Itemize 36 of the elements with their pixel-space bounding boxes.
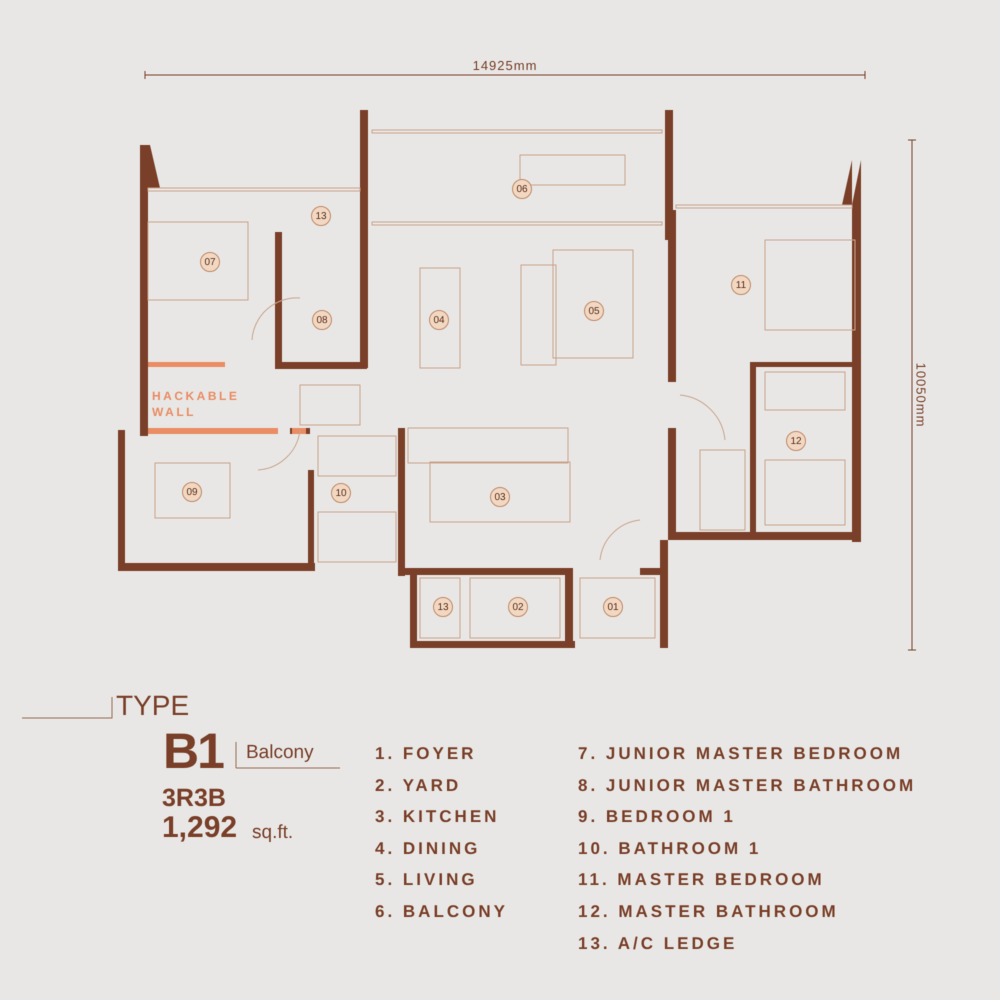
dimension-label: 10050mm bbox=[914, 362, 928, 428]
room-number-marker: 09 bbox=[182, 482, 202, 502]
room-number-marker: 05 bbox=[584, 301, 604, 321]
annotation-text: HACKABLE WALL bbox=[152, 388, 240, 420]
area-unit: sq.ft. bbox=[252, 822, 294, 844]
room-number-marker: 06 bbox=[512, 179, 532, 199]
legend-item: 2. YARD bbox=[375, 776, 462, 796]
room-number-marker: 04 bbox=[429, 310, 449, 330]
legend-item: 3. KITCHEN bbox=[375, 807, 500, 828]
legend-item: 13. A/C LEDGE bbox=[578, 934, 738, 954]
room-number-marker: 11 bbox=[731, 275, 751, 295]
legend-item: 1. FOYER bbox=[375, 744, 476, 764]
area-value: 1,292 bbox=[162, 811, 238, 845]
room-number-marker: 13 bbox=[433, 597, 453, 617]
legend-item: 12. MASTER BATHROOM bbox=[578, 902, 839, 922]
legend-item: 9. BEDROOM 1 bbox=[578, 807, 736, 828]
room-number-marker: 02 bbox=[508, 597, 528, 617]
legend-item: 4. DINING bbox=[375, 838, 480, 859]
room-number-marker: 08 bbox=[312, 310, 332, 330]
legend-item: 10. BATHROOM 1 bbox=[578, 838, 762, 859]
unit-type-code: B1 bbox=[163, 722, 223, 780]
room-number-marker: 13 bbox=[311, 206, 331, 226]
legend-item: 6. BALCONY bbox=[375, 902, 508, 922]
dimension-label: 14925mm bbox=[472, 58, 538, 73]
room-number-marker: 03 bbox=[490, 487, 510, 507]
legend-item: 5. LIVING bbox=[375, 870, 478, 890]
legend-item: 7. JUNIOR MASTER BEDROOM bbox=[578, 744, 904, 764]
type-label: TYPE bbox=[116, 690, 190, 722]
room-number-marker: 01 bbox=[603, 597, 623, 617]
room-number-marker: 12 bbox=[786, 431, 806, 451]
room-number-marker: 07 bbox=[200, 252, 220, 272]
unit-subtitle: Balcony bbox=[246, 742, 314, 764]
legend-item: 8. JUNIOR MASTER BATHROOM bbox=[578, 776, 916, 796]
room-number-marker: 10 bbox=[331, 483, 351, 503]
room-configuration: 3R3B bbox=[162, 784, 226, 813]
legend-item: 11. MASTER BEDROOM bbox=[578, 870, 825, 890]
